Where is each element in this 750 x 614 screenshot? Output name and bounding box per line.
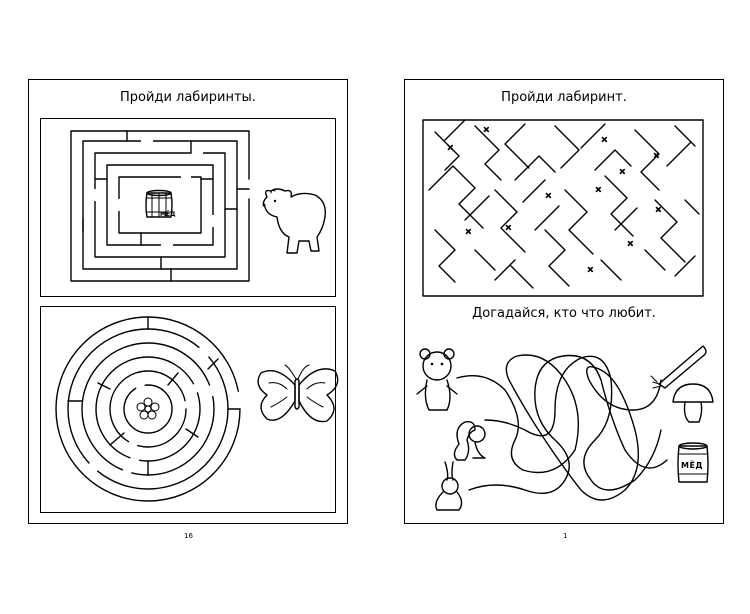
- svg-text:×: ×: [653, 151, 660, 160]
- svg-text:×: ×: [483, 125, 490, 134]
- rabbit-icon: [435, 461, 463, 511]
- square-maze-panel: [40, 118, 336, 297]
- tangled-paths-scene: [416, 345, 714, 511]
- svg-text:×: ×: [545, 191, 552, 200]
- flower-icon: [136, 397, 160, 420]
- right-page: Пройди лабиринт. × × × × × × × × × × × × Догадай…: [404, 79, 724, 540]
- bear-cub-icon: [416, 348, 458, 411]
- right-page-title: Пройди лабиринт.: [501, 90, 627, 105]
- left-page-number: 16: [184, 532, 193, 540]
- honey-barrel-icon: [677, 442, 709, 483]
- left-page: Пройди лабиринты.: [28, 79, 348, 540]
- svg-text:×: ×: [505, 223, 512, 232]
- left-page-title: Пройди лабиринты.: [120, 90, 256, 105]
- right-page-subtitle: Догадайся, кто что любит.: [472, 306, 656, 321]
- maze-barrel-label: МЁД: [160, 211, 176, 218]
- svg-text:×: ×: [619, 167, 626, 176]
- right-page-number: 1: [563, 532, 568, 540]
- mushroom-icon: [672, 383, 714, 423]
- butterfly-icon: [257, 364, 339, 423]
- svg-text:×: ×: [587, 265, 594, 274]
- bear-icon: [262, 188, 326, 254]
- carrot-icon: [650, 345, 707, 389]
- svg-text:×: ×: [447, 143, 454, 152]
- svg-text:×: ×: [655, 205, 662, 214]
- round-maze: [55, 316, 339, 502]
- svg-text:×: ×: [627, 239, 634, 248]
- diagonal-maze: × × × × × × × × × × × ×: [422, 119, 704, 297]
- square-maze: [70, 130, 326, 282]
- round-maze-panel: [40, 306, 339, 513]
- barrel-icon: [145, 189, 173, 218]
- svg-text:×: ×: [595, 185, 602, 194]
- squirrel-icon: [453, 420, 486, 461]
- honey-barrel-label: МЁД: [681, 461, 704, 470]
- svg-text:×: ×: [465, 227, 472, 236]
- svg-text:×: ×: [601, 135, 608, 144]
